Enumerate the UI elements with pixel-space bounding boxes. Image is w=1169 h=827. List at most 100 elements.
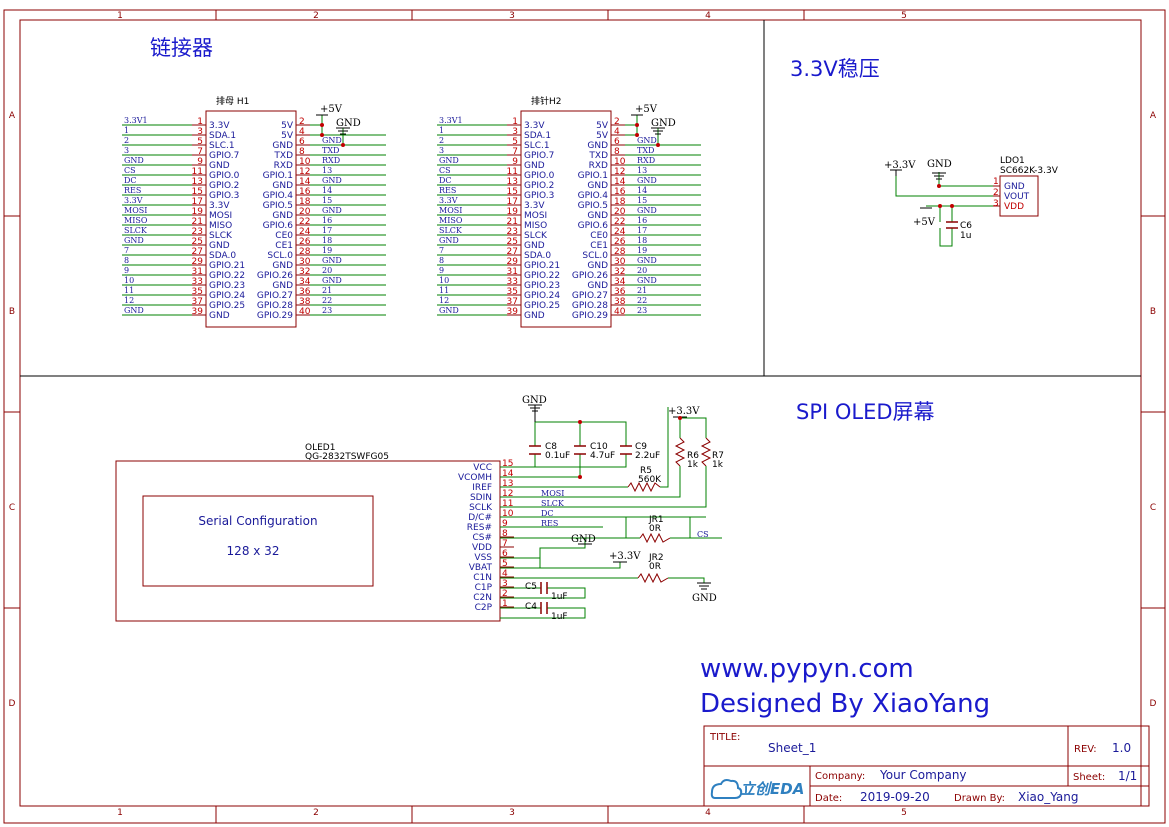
header-right-net: GND [322,136,342,145]
header-pin-num: 24 [614,227,626,237]
border-col-top: 3 [509,11,515,21]
header-pin-num: 21 [507,217,518,227]
header-pin-num: 36 [299,287,311,297]
header-pin-name: RXD [274,161,293,171]
header-left-net: RES [124,186,141,195]
header-left-net: 11 [124,286,134,295]
header-pin-num: 38 [299,297,311,307]
header-pin-name: GPIO.0 [524,171,555,181]
header-pin-name: GPIO.28 [572,301,608,311]
header-pin-num: 10 [299,157,311,167]
res-r7-name: R7 [712,451,724,461]
cap-c5-value: 1uF [551,592,568,602]
header-pin-num: 39 [507,307,519,317]
header-right-net: 23 [637,306,647,315]
header-pin-name: GPIO.21 [524,261,560,271]
border-row-right: C [1150,503,1156,513]
date-value: 2019-09-20 [860,790,930,804]
header-pin-name: GND [272,141,293,151]
header-left-net: GND [124,156,144,165]
ldo-5v-label: +5V [913,217,936,228]
header-left-net: 8 [124,256,129,265]
header-pin-num: 36 [614,287,626,297]
header-pin-num: 39 [192,307,204,317]
header-pin-num: 2 [614,117,620,127]
header-pin-name: SLC.1 [209,141,235,151]
header-left-net: MISO [439,216,463,225]
header-pin-num: 14 [299,177,311,187]
ldo-pin-1-name: GND [1004,182,1025,192]
header-pin-num: 17 [192,197,203,207]
oled-pin-name: C1P [475,583,493,593]
header-left-net: 3.3V [124,196,143,205]
title-value: Sheet_1 [768,741,816,755]
header-pin-num: 38 [614,297,626,307]
header-pin-name: TXD [588,151,608,161]
ldo-pin-1-num: 1 [993,177,999,187]
border-row-left: A [9,111,16,121]
header-right-net: 17 [322,226,332,235]
oled-gnd-mid: GND [571,534,596,545]
header-right-net: GND [322,206,342,215]
header-pin-num: 3 [197,127,203,137]
border-row-right: D [1150,699,1157,709]
header-pin-num: 27 [507,247,518,257]
header-pin-name: GPIO.23 [209,281,245,291]
ldo-pin-2-num: 2 [993,188,999,198]
header-pin-name: 5V [281,121,294,131]
header-right-net: 18 [322,236,332,245]
header-pin-name: MISO [524,221,547,231]
border-row-left: D [9,699,16,709]
cap-c10-name: C10 [590,442,608,452]
header-pin-name: GND [272,211,293,221]
oled-pin-num: 14 [502,469,514,479]
cap-c4-value: 1uF [551,612,568,622]
header-pin-num: 19 [192,207,204,217]
header-pin-name: GND [524,241,545,251]
header-left-net: GND [124,306,144,315]
header-pin-num: 37 [507,297,518,307]
header-pin-num: 37 [192,297,203,307]
oled-pin-name: VCOMH [458,473,492,483]
website-url[interactable]: www.pypyn.com [700,654,914,684]
header-right-net: GND [322,256,342,265]
header-pin-num: 6 [299,137,305,147]
header-pin-name: GPIO.27 [257,291,293,301]
header-pin-num: 15 [192,187,203,197]
header-pin-name: SDA.1 [209,131,236,141]
header-pin-num: 16 [614,187,626,197]
oled-pin-name: VSS [474,553,492,563]
header-pin-name: RXD [589,161,608,171]
header-pin-name: MOSI [524,211,547,221]
header-pin-num: 5 [197,137,203,147]
header-pin-num: 32 [299,267,310,277]
header-pin-name: MOSI [209,211,232,221]
header-pin-name: GND [587,181,608,191]
header-pin-num: 9 [512,157,518,167]
ldo-pin-3-num: 3 [993,199,999,209]
ldo-pin-3-name: VDD [1004,202,1024,212]
title-label: TITLE: [709,732,740,743]
header-pin-name: CE1 [275,241,293,251]
header-pin-num: 5 [512,137,518,147]
oled-pin-name: CS# [472,533,492,543]
drawn-by-label: Drawn By: [954,793,1005,804]
header-left-net: RES [439,186,456,195]
header-pin-name: GPIO.2 [524,181,554,191]
header-pin-num: 4 [614,127,620,137]
oled-pin-name: VBAT [469,563,493,573]
header-pin-name: GPIO.22 [209,271,245,281]
oled-config-title: Serial Configuration [198,514,317,528]
header-pin-num: 20 [614,207,626,217]
cap-c9-name: C9 [635,442,647,452]
header-pin-name: MISO [209,221,232,231]
header-right-net: TXD [322,146,339,155]
header-pin-num: 30 [614,257,626,267]
border-col-bottom: 1 [117,808,123,818]
header-left-net: 11 [439,286,449,295]
header-left-net: 3.3V1 [439,116,463,125]
header-pin-name: SDA.1 [524,131,551,141]
oled-pins: 15VCC14VCOMH13IREF12SDIN11SCLK10D/C#9RES… [458,459,514,613]
oled-pin-num: 13 [502,479,513,489]
